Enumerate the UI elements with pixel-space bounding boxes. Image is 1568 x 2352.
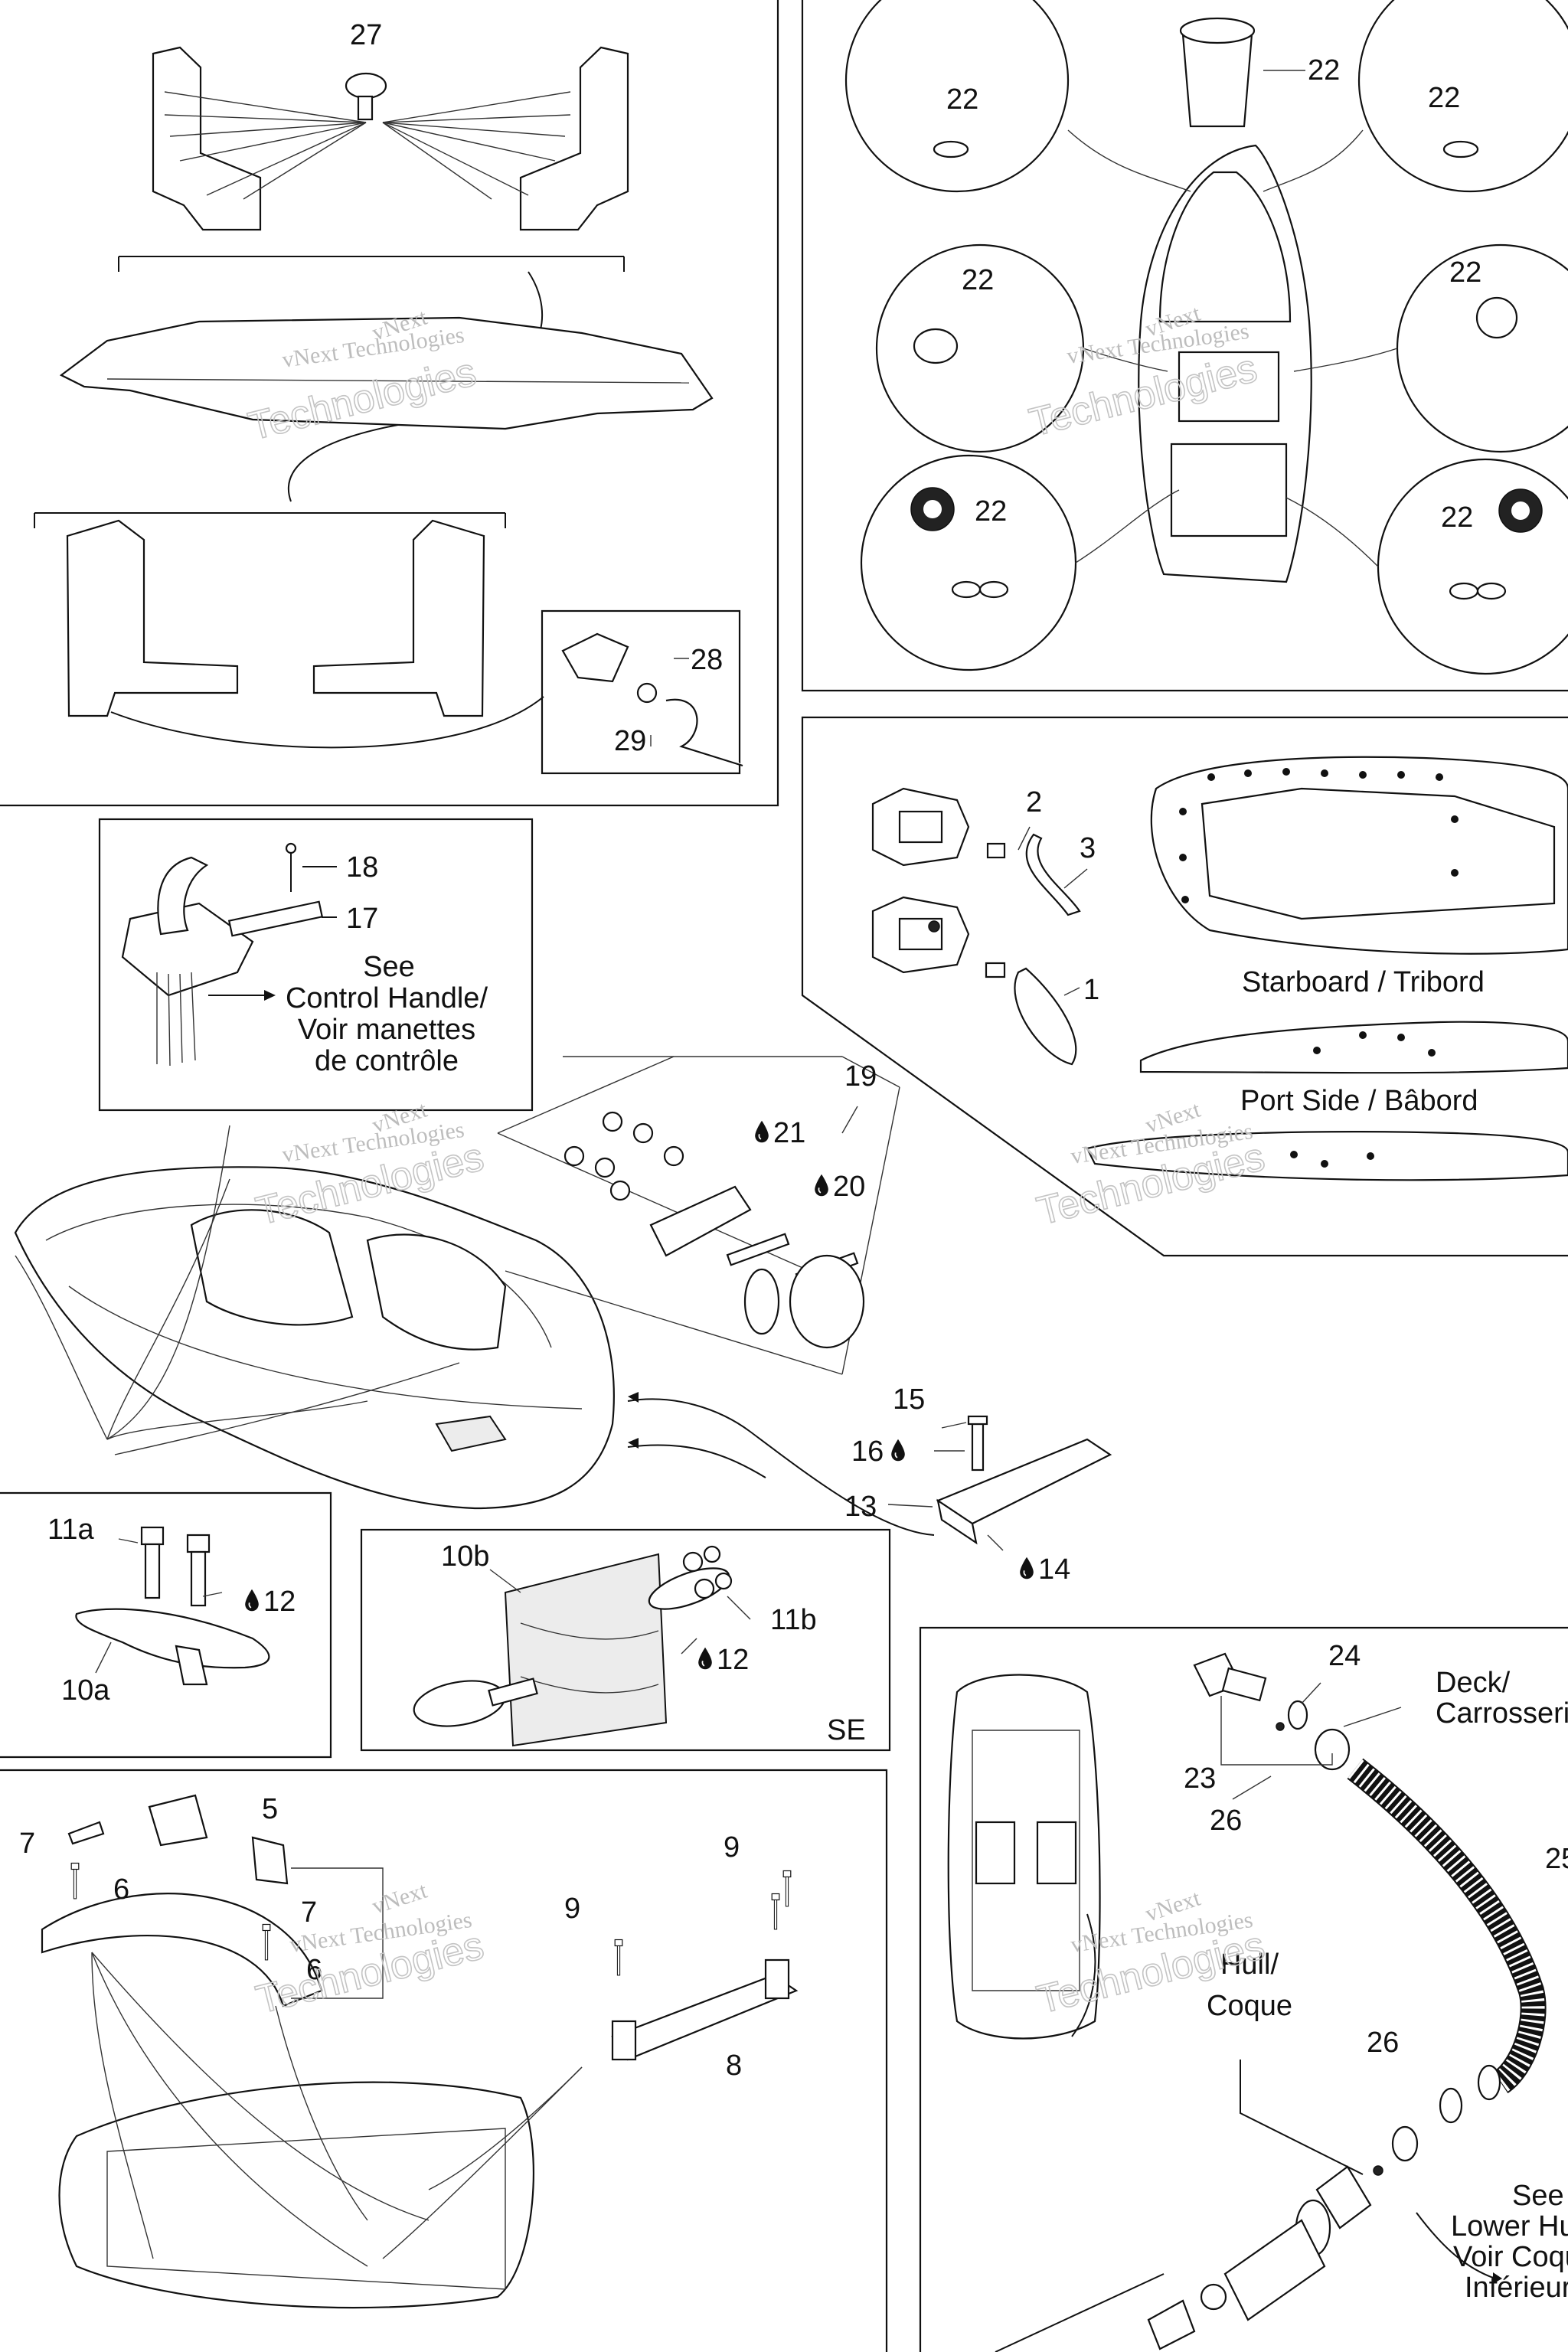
callout-9a: 9	[564, 1893, 580, 1925]
watermark-brand-short: vNext	[369, 1877, 431, 1919]
callout-14: 14	[1038, 1553, 1070, 1586]
see-label: See	[363, 951, 415, 983]
drop-icon	[697, 1646, 713, 1671]
drop-icon	[754, 1119, 769, 1144]
boat-hull-main	[14, 1056, 935, 1536]
port-side-label: Port Side / Bâbord	[1240, 1085, 1478, 1117]
callout-21: 21	[773, 1117, 805, 1149]
seat-backrest-assembly	[34, 46, 743, 775]
coque-label: Coque	[1207, 1990, 1292, 2022]
callout-9b: 9	[724, 1831, 740, 1864]
deck-cleat-assembly	[75, 1526, 270, 1686]
watermarks: vNext vNext Technologies Technologies vN…	[243, 300, 1269, 2023]
callout-2: 2	[1026, 786, 1042, 818]
starboard-label: Starboard / Tribord	[1242, 966, 1485, 998]
lower-hull-label: Lower Hull	[1451, 2210, 1568, 2243]
callout-22b: 22	[946, 83, 978, 116]
callout-11b: 11b	[770, 1604, 817, 1636]
text-notes: See Control Handle/ Voir manettes de con…	[286, 951, 1568, 2304]
cup-holder-assembly	[844, 0, 1568, 675]
drop-icon	[890, 1438, 906, 1462]
callout-22f: 22	[975, 495, 1007, 528]
drop-icon	[1019, 1556, 1034, 1580]
callout-10a: 10a	[61, 1674, 110, 1707]
callout-20: 20	[833, 1171, 865, 1203]
callout-13: 13	[844, 1491, 877, 1523]
drain-hose-assembly	[947, 1652, 1547, 2352]
callout-12b: 12	[717, 1644, 749, 1676]
voir-manettes-label: Voir manettes	[298, 1014, 475, 1046]
callout-11a: 11a	[47, 1514, 94, 1546]
callout-17: 17	[346, 903, 378, 935]
stern-cleat-parts	[505, 1056, 900, 1375]
callout-24: 24	[1328, 1640, 1361, 1672]
drop-icon	[814, 1173, 829, 1197]
callout-10b: 10b	[441, 1540, 489, 1573]
hull-label: Hull/	[1220, 1949, 1279, 1981]
see-lower-label: See	[1512, 2180, 1564, 2212]
callout-22e: 22	[1449, 256, 1481, 289]
callout-6b: 6	[306, 1954, 322, 1986]
callout-22d: 22	[962, 264, 994, 296]
se-label: SE	[827, 1714, 866, 1746]
voir-coque-label: Voir Coque	[1453, 2241, 1568, 2273]
callout-18: 18	[346, 851, 378, 884]
callout-19: 19	[844, 1060, 877, 1093]
callout-1: 1	[1083, 974, 1099, 1006]
leader-lines	[95, 70, 1402, 1800]
callout-3: 3	[1080, 832, 1096, 864]
callout-29: 29	[614, 725, 646, 757]
pad-assembly	[936, 1415, 1112, 1545]
callout-7b: 7	[301, 1896, 317, 1929]
control-handle-label: Control Handle/	[286, 982, 488, 1014]
callout-16: 16	[851, 1436, 884, 1468]
callout-7a: 7	[19, 1828, 35, 1860]
deck-label: Deck/	[1436, 1667, 1511, 1699]
de-controle-label: de contrôle	[315, 1045, 459, 1077]
drop-icon	[244, 1588, 260, 1612]
callout-6a: 6	[113, 1873, 129, 1906]
callout-22a: 22	[1308, 54, 1340, 87]
callout-12a: 12	[263, 1586, 296, 1618]
callout-5: 5	[262, 1793, 278, 1825]
callout-26b: 26	[1367, 2027, 1399, 2059]
callout-15: 15	[893, 1383, 925, 1416]
inferieure-label: Inférieure	[1465, 2272, 1568, 2304]
callout-23: 23	[1184, 1762, 1216, 1795]
callout-28: 28	[691, 644, 723, 676]
shift-lever-inset	[121, 842, 337, 1067]
callout-25: 25	[1545, 1843, 1568, 1875]
callout-22g: 22	[1441, 501, 1473, 534]
callout-27: 27	[350, 19, 382, 51]
callout-22c: 22	[1428, 82, 1460, 114]
grab-handle-assembly	[41, 1794, 799, 2309]
callout-8: 8	[726, 2050, 742, 2082]
se-cleat-assembly	[413, 1545, 733, 1747]
callout-26a: 26	[1210, 1805, 1242, 1837]
callout-labels: 27 28 29 22 22 22 22 22 22 22 2 3 1 18 1…	[19, 19, 1568, 2082]
carrosserie-label: Carrosserie	[1436, 1697, 1568, 1730]
bumper-strap-assembly	[871, 756, 1568, 1181]
